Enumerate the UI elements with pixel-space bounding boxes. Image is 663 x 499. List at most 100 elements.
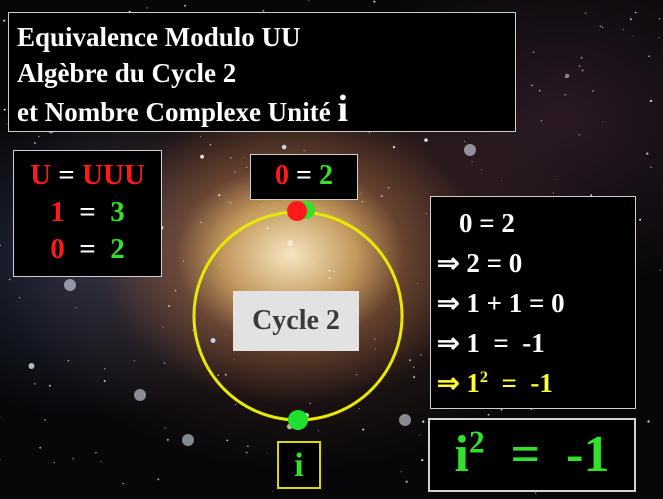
star bbox=[538, 90, 541, 92]
star bbox=[103, 367, 106, 370]
star bbox=[534, 492, 537, 494]
star bbox=[266, 227, 269, 230]
star bbox=[234, 171, 236, 173]
star bbox=[387, 186, 390, 189]
step-line-1: 0 = 2 bbox=[459, 208, 515, 238]
star bbox=[634, 11, 637, 14]
star bbox=[328, 277, 331, 280]
star bbox=[168, 305, 170, 307]
star bbox=[531, 84, 534, 87]
star bbox=[356, 374, 358, 376]
star bbox=[532, 51, 535, 53]
star bbox=[590, 194, 593, 197]
top-label-box: 0 = 2 bbox=[250, 154, 358, 200]
star bbox=[103, 380, 106, 382]
star bbox=[209, 144, 212, 146]
title-line-1: Equivalence Modulo UU bbox=[17, 22, 301, 52]
star bbox=[400, 471, 402, 473]
star bbox=[313, 261, 315, 264]
star bbox=[581, 69, 584, 72]
result-exponent: 2 bbox=[468, 424, 485, 460]
result-base: i bbox=[454, 426, 469, 483]
star bbox=[599, 25, 602, 27]
equivalence-row-1-left: U bbox=[30, 159, 52, 191]
star bbox=[192, 329, 194, 332]
star bbox=[53, 462, 55, 464]
bright-star bbox=[64, 279, 76, 291]
top-red-dot bbox=[287, 201, 307, 221]
star bbox=[418, 434, 420, 436]
star bbox=[552, 192, 554, 194]
star bbox=[67, 360, 70, 362]
equivalence-row-2-left: 1 bbox=[50, 196, 65, 228]
star bbox=[580, 56, 583, 59]
star bbox=[424, 138, 428, 142]
star bbox=[200, 154, 205, 159]
bottom-green-dot bbox=[288, 410, 308, 430]
star bbox=[308, 0, 310, 1]
equivalence-row-3-left: 0 bbox=[50, 233, 65, 265]
star bbox=[622, 29, 624, 30]
star bbox=[592, 90, 594, 92]
star bbox=[631, 35, 633, 37]
derivation-box: 0 = 2 ⇒ 2 = 0 ⇒ 1 + 1 = 0 ⇒ 1 = -1 ⇒ 12 … bbox=[430, 196, 636, 409]
star bbox=[540, 119, 543, 122]
result-rest: = -1 bbox=[484, 426, 610, 483]
equivalence-box: U = UUU 1 = 3 0 = 2 bbox=[13, 150, 162, 277]
star bbox=[373, 0, 376, 3]
star bbox=[219, 264, 222, 266]
star bbox=[245, 451, 248, 454]
title-box: Equivalence Modulo UU Algèbre du Cycle 2… bbox=[8, 12, 516, 132]
star bbox=[162, 326, 164, 328]
star bbox=[167, 439, 169, 441]
star bbox=[246, 166, 248, 168]
star bbox=[422, 420, 425, 423]
equivalence-row-1-eq: = bbox=[51, 159, 83, 191]
star bbox=[218, 194, 221, 197]
star bbox=[6, 123, 8, 125]
star bbox=[262, 207, 264, 209]
star bbox=[318, 430, 319, 432]
star bbox=[75, 307, 77, 309]
equivalence-row-3: 0 = 2 bbox=[14, 231, 161, 268]
equivalence-row-2-eq: = bbox=[64, 196, 111, 228]
cycle-label: Cycle 2 bbox=[233, 291, 359, 351]
title-i-symbol: i bbox=[337, 88, 348, 130]
star bbox=[578, 134, 580, 136]
star bbox=[163, 362, 166, 364]
equivalence-row-2-right: 3 bbox=[110, 196, 125, 228]
star bbox=[266, 452, 268, 454]
bright-star bbox=[134, 389, 146, 401]
star bbox=[471, 161, 473, 163]
star bbox=[210, 338, 216, 343]
star bbox=[230, 157, 232, 159]
star bbox=[412, 366, 415, 369]
star bbox=[464, 140, 466, 143]
star bbox=[281, 144, 287, 150]
star bbox=[425, 212, 427, 214]
star bbox=[564, 93, 567, 96]
star bbox=[487, 413, 490, 416]
star bbox=[0, 244, 2, 247]
star bbox=[500, 408, 503, 411]
star bbox=[18, 297, 21, 299]
step-line-2: ⇒ 2 = 0 bbox=[437, 248, 523, 278]
step-line-5-suffix: = -1 bbox=[487, 368, 553, 398]
star bbox=[647, 420, 650, 423]
step-line-5-prefix: ⇒ 1 bbox=[437, 368, 480, 398]
star bbox=[584, 12, 587, 15]
step-line-3: ⇒ 1 + 1 = 0 bbox=[437, 288, 565, 318]
star bbox=[28, 363, 35, 369]
star bbox=[361, 201, 364, 203]
star bbox=[602, 121, 603, 123]
star bbox=[217, 374, 220, 377]
star bbox=[368, 132, 371, 134]
step-line-5-exponent: 2 bbox=[479, 368, 488, 386]
title-line-3-text: et Nombre Complexe Unité bbox=[17, 97, 331, 127]
star bbox=[501, 180, 503, 182]
star bbox=[33, 383, 36, 385]
star bbox=[358, 408, 360, 410]
top-label-eq: = bbox=[289, 160, 319, 191]
star bbox=[0, 459, 1, 460]
equivalence-row-2: 1 = 3 bbox=[14, 194, 161, 231]
